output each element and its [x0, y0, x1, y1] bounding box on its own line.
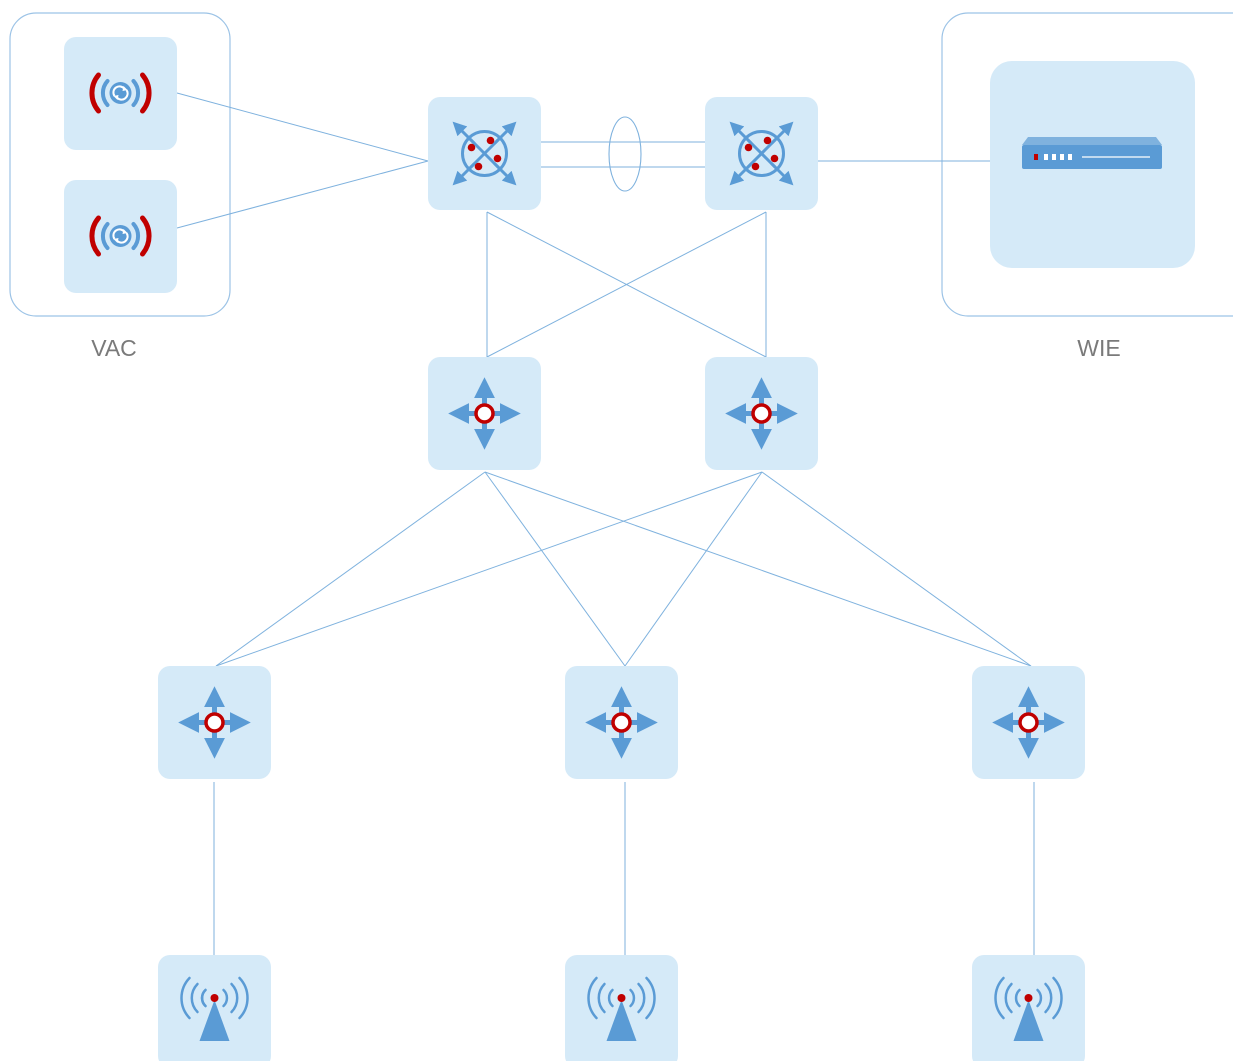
link-agg2-acc3 — [761, 471, 1032, 667]
aggregation-switch-1[interactable] — [428, 357, 541, 470]
link-controller1-core1 — [176, 92, 429, 162]
core-switch-2[interactable] — [705, 97, 818, 210]
connections — [176, 92, 1035, 955]
aggregation-switch-2[interactable] — [705, 357, 818, 470]
link-agg2-acc1 — [215, 471, 763, 667]
access-point-icon — [994, 976, 1063, 1041]
access-point-icon — [587, 976, 656, 1041]
link-agg1-acc1 — [215, 471, 486, 667]
wie-group-frame — [941, 12, 1233, 317]
wireless-controller-icon — [89, 215, 152, 257]
link-controller2-core1 — [176, 160, 429, 229]
access-point-3[interactable] — [972, 955, 1085, 1061]
switch-icon — [725, 377, 798, 450]
access-switch-2[interactable] — [565, 666, 678, 779]
rack-appliance[interactable] — [990, 61, 1195, 268]
wireless-controller-2[interactable] — [64, 180, 177, 293]
vac-group-frame — [9, 12, 231, 317]
link-agg1-acc2 — [484, 471, 626, 667]
link-agg1-acc3 — [484, 471, 1032, 667]
wireless-controller-icon — [89, 72, 152, 114]
switch-icon — [992, 686, 1065, 759]
switch-icon — [178, 686, 251, 759]
access-switch-1[interactable] — [158, 666, 271, 779]
wie-group-label: WIE — [1077, 335, 1120, 361]
access-point-icon — [180, 976, 249, 1041]
access-point-1[interactable] — [158, 955, 271, 1061]
rack-appliance-icon — [1022, 137, 1162, 169]
link-core2-agg1 — [486, 211, 767, 358]
core-switch-1[interactable] — [428, 97, 541, 210]
switch-icon — [448, 377, 521, 450]
core-switch-icon — [729, 121, 794, 186]
switch-icon — [585, 686, 658, 759]
access-switch-3[interactable] — [972, 666, 1085, 779]
vac-group-label: VAC — [91, 335, 137, 361]
link-agg2-acc2 — [624, 471, 763, 667]
wireless-controller-1[interactable] — [64, 37, 177, 150]
link-aggregation-ellipse — [608, 116, 642, 192]
core-switch-icon — [452, 121, 517, 186]
access-point-2[interactable] — [565, 955, 678, 1061]
